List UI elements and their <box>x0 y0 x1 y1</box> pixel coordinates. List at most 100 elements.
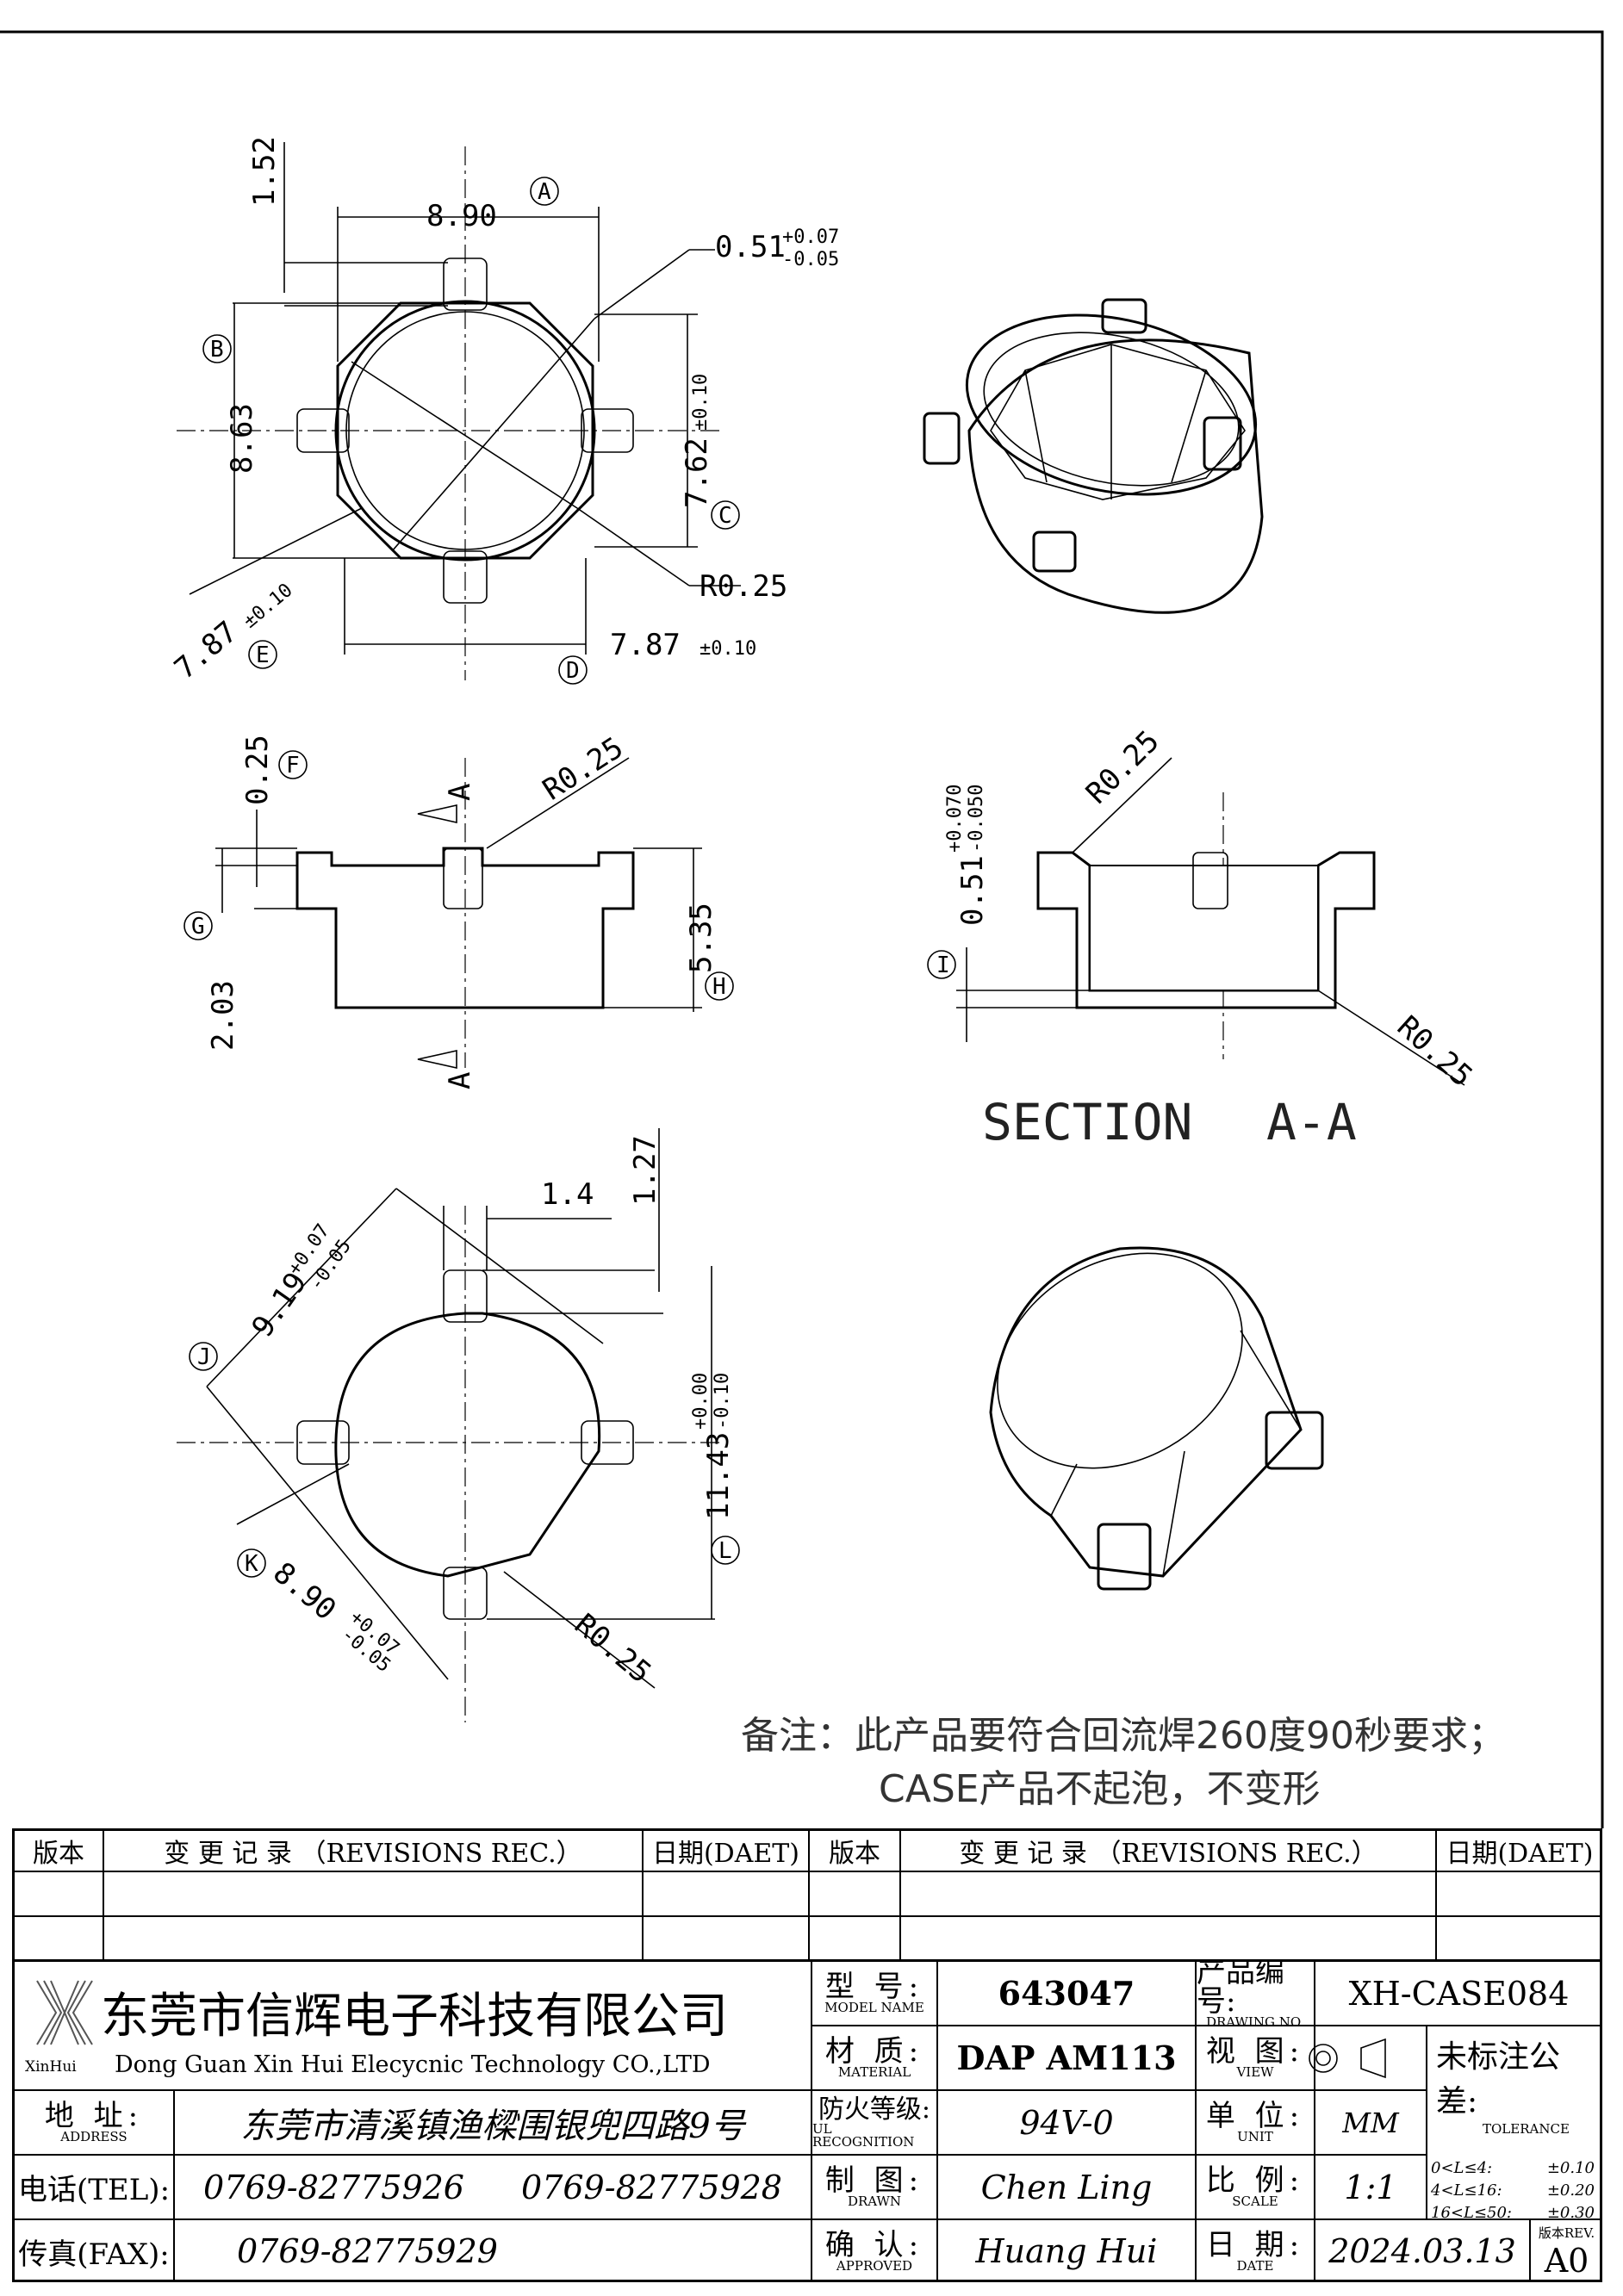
rev-label: 版本REV. <box>1538 2225 1595 2241</box>
address-value: 东莞市清溪镇渔樑围银兜四路9号 <box>175 2091 812 2156</box>
tolerance-range: 4<L≤16: <box>1431 2181 1502 2200</box>
tolerance-range: 0<L≤4: <box>1431 2159 1493 2177</box>
section-dim-r025-bottom: R0.25 <box>1390 1009 1479 1094</box>
tolerance-row: 4<L≤16: ±0.20 <box>1431 2180 1595 2202</box>
callout-c: C <box>718 503 732 529</box>
rev-value: A0 <box>1544 2242 1589 2280</box>
tel-label: 电话(TEL): <box>15 2156 175 2220</box>
rev-record-header-1: 变 更 记 录 （REVISIONS REC.） <box>104 1831 644 1872</box>
model-label-en: MODEL NAME <box>824 2000 924 2015</box>
rev-empty-cell <box>810 1872 901 1917</box>
tolerance-value: ±0.30 <box>1546 2204 1595 2220</box>
sheet-border <box>0 30 1604 1828</box>
tolerance-value: ±0.20 <box>1546 2181 1595 2200</box>
date-label-en: DATE <box>1236 2257 1274 2274</box>
view-value-symbol <box>1315 2026 1427 2091</box>
callout-e: E <box>256 642 270 668</box>
top-dim-051-tol-minus: -0.05 <box>782 249 839 270</box>
tolerance-rows: 0<L≤4:±0.104<L≤16:±0.2016<L≤50:±0.30PIN … <box>1431 2157 1595 2220</box>
view-label-zh: 视 图: <box>1205 2034 1305 2069</box>
rev-empty-cell <box>901 1917 1437 1962</box>
drawing-no-label-en: DRAWING NO. <box>1205 2014 1305 2026</box>
rev-empty-cell <box>901 1872 1437 1917</box>
unit-label-zh: 单 位: <box>1205 2099 1305 2133</box>
section-mark-top: A <box>443 784 477 801</box>
rev-empty-cell <box>104 1917 644 1962</box>
top-dim-787-d: 7.87 <box>610 628 681 662</box>
section-dim-r025-top: R0.25 <box>1079 724 1166 811</box>
fax-label: 传真(FAX): <box>15 2220 175 2282</box>
rev-empty-cell <box>644 1872 810 1917</box>
drawing-no-label: 产品编号:DRAWING NO. <box>1197 1962 1315 2026</box>
rev-empty-cell <box>1437 1872 1602 1917</box>
address-label: 地 址: ADDRESS <box>15 2091 175 2156</box>
tel-values: 0769-82775926 0769-82775928 <box>175 2156 812 2220</box>
bottom-dim-1143-tol-plus: +0.00 <box>690 1373 712 1430</box>
unit-value: MM <box>1315 2091 1427 2156</box>
callout-b: B <box>210 337 224 363</box>
section-title: SECTION <box>982 1093 1192 1151</box>
section-dim-051-tol-minus: -0.050 <box>966 785 987 853</box>
callout-l: L <box>718 1538 732 1564</box>
top-dim-787-e-tol: ±0.10 <box>239 580 297 633</box>
rev-date-header-1: 日期(DAET) <box>644 1831 810 1872</box>
material-value: DAP AM113 <box>938 2026 1197 2091</box>
rev-empty-cell <box>810 1917 901 1962</box>
callout-j: J <box>197 1344 211 1370</box>
approved-value: Huang Hui <box>938 2220 1197 2282</box>
tel-2: 0769-82775928 <box>521 2168 782 2206</box>
drawn-label: 制 图:DRAWN <box>812 2156 938 2220</box>
scale-label-en: SCALE <box>1232 2194 1278 2209</box>
drawn-label-zh: 制 图: <box>824 2163 924 2198</box>
top-dim-r025: R0.25 <box>700 569 787 604</box>
company-block: XinHui 东莞市信辉电子科技有限公司 Dong Guan Xin Hui E… <box>15 1962 812 2091</box>
address-label-zh: 地 址: <box>44 2099 144 2133</box>
rev-empty-cell <box>15 1872 104 1917</box>
rev-box: 版本REV. A0 <box>1531 2220 1602 2282</box>
bottom-dim-1143: 11.43 <box>701 1432 736 1520</box>
callout-k: K <box>245 1551 258 1577</box>
bottom-dim-919: 9.19 <box>246 1266 314 1343</box>
rev-record-header-2: 变 更 记 录 （REVISIONS REC.） <box>901 1831 1437 1872</box>
section-title-id: A-A <box>1266 1093 1357 1151</box>
rev-empty-cell <box>104 1872 644 1917</box>
drawing-no-value: XH-CASE084 <box>1315 1962 1602 2026</box>
top-dim-863: 8.63 <box>225 403 259 474</box>
address-label-en: ADDRESS <box>60 2129 127 2144</box>
unit-label-en: UNIT <box>1237 2129 1273 2144</box>
scale-value: 1:1 <box>1315 2156 1427 2220</box>
bottom-dim-127: 1.27 <box>628 1135 662 1206</box>
rev-version-header-2: 版本 <box>810 1831 901 1872</box>
top-dim-051-tol-plus: +0.07 <box>782 226 839 248</box>
section-view: R0.25 0.51 +0.070 -0.050 R0.25 I SECTION… <box>927 724 1479 1151</box>
top-dim-787-e: 7.87 <box>168 615 244 686</box>
top-dim-051: 0.51 <box>715 230 786 264</box>
side-dim-r025: R0.25 <box>537 730 630 807</box>
isometric-view-top <box>923 298 1264 614</box>
material-label-en: MATERIAL <box>837 2064 911 2080</box>
rev-empty-cell <box>1437 1917 1602 1962</box>
side-dim-025: 0.25 <box>240 735 275 805</box>
ul-label-zh: 防火等级: <box>818 2094 931 2125</box>
isometric-view-bottom <box>989 1246 1324 1591</box>
scale-label: 比 例:SCALE <box>1197 2156 1315 2220</box>
note-line-1: 备注：此产品要符合回流焊260度90秒要求； <box>741 1714 1506 1758</box>
side-dim-535: 5.35 <box>684 903 718 973</box>
view-label: 视 图:VIEW <box>1197 2026 1315 2091</box>
material-label-zh: 材 质: <box>824 2034 924 2069</box>
top-dim-762: 7.62 <box>680 437 714 508</box>
side-dim-203: 2.03 <box>206 980 240 1051</box>
title-block: 版本 变 更 记 录 （REVISIONS REC.） 日期(DAET) 版本 … <box>12 1828 1602 2282</box>
rev-version-header-1: 版本 <box>15 1831 104 1872</box>
note-line-2: CASE产品不起泡，不变形 <box>879 1767 1321 1811</box>
projection-symbol <box>1309 2038 1386 2079</box>
top-dim-762-tol: ±0.10 <box>690 374 712 431</box>
model-label: 型 号:MODEL NAME <box>812 1962 938 2026</box>
bottom-view: 1.27 11.43 +0.00 -0.10 1.4 9.19 +0.07 -0… <box>177 1128 740 1722</box>
unit-label: 单 位:UNIT <box>1197 2091 1315 2156</box>
model-value: 643047 <box>938 1962 1197 2026</box>
callout-d: D <box>566 658 580 684</box>
callout-g: G <box>191 914 205 940</box>
rev-date-header-2: 日期(DAET) <box>1437 1831 1602 1872</box>
